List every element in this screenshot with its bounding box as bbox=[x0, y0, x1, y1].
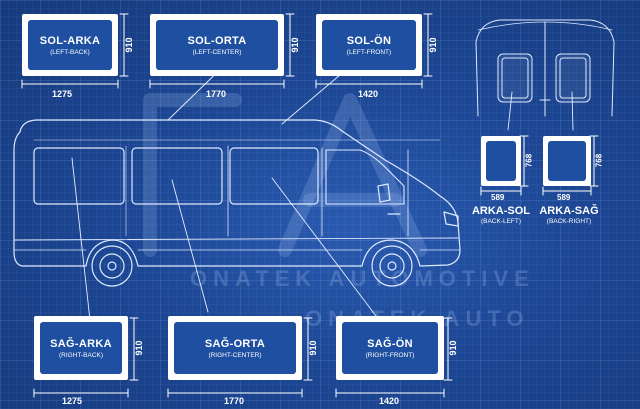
panel-glass bbox=[156, 20, 278, 70]
panel-title: SOL-ARKA bbox=[39, 35, 101, 47]
panel-glass bbox=[174, 322, 296, 374]
panel-title: SAĞ-ÖN bbox=[367, 338, 413, 350]
panel-title: SOL-ORTA bbox=[187, 35, 247, 47]
dim-height-sol-on: 910 bbox=[428, 37, 438, 53]
panel-arka-sag bbox=[543, 136, 591, 186]
panel-subtitle: (RIGHT-BACK) bbox=[58, 352, 104, 359]
dim-width-sag-on: 1420 bbox=[379, 396, 400, 406]
panel-subtitle: (LEFT-FRONT) bbox=[346, 49, 392, 56]
dim-height-sag-on: 910 bbox=[448, 340, 458, 356]
dim-width-sol-arka: 1275 bbox=[52, 89, 73, 99]
dim-height-sol-orta: 910 bbox=[290, 37, 300, 53]
panel-sag-on: SAĞ-ÖN (RIGHT-FRONT) bbox=[336, 316, 444, 380]
watermark-line-1: ONATEK AUTOMOTIVE bbox=[190, 266, 535, 291]
panel-title: SAĞ-ARKA bbox=[50, 338, 112, 350]
panel-glass bbox=[342, 322, 438, 374]
panel-sag-arka: SAĞ-ARKA (RIGHT-BACK) bbox=[34, 316, 128, 380]
panel-glass bbox=[548, 141, 586, 181]
watermark-logo bbox=[143, 93, 427, 257]
panel-subtitle: (RIGHT-CENTER) bbox=[208, 352, 262, 359]
panel-sol-on: SOL-ÖN (LEFT-FRONT) bbox=[316, 14, 422, 76]
dim-height-sol-arka: 910 bbox=[124, 37, 134, 53]
dim-width-sag-arka: 1275 bbox=[62, 396, 83, 406]
panel-subtitle: (LEFT-BACK) bbox=[50, 49, 90, 56]
dim-height-sag-orta: 910 bbox=[308, 340, 318, 356]
rear-sublabel-arka-sol: (BACK-LEFT) bbox=[480, 218, 522, 225]
dim-height-arka-sol: 768 bbox=[524, 153, 534, 168]
panel-glass bbox=[486, 141, 516, 181]
panel-title: SAĞ-ORTA bbox=[204, 338, 266, 350]
panel-arka-sol bbox=[481, 136, 521, 186]
panel-glass bbox=[40, 322, 122, 374]
dim-width-sol-orta: 1770 bbox=[206, 89, 227, 99]
rear-sublabel-arka-sag: (BACK-RIGHT) bbox=[546, 218, 592, 225]
panel-subtitle: (LEFT-CENTER) bbox=[192, 49, 242, 56]
panel-sol-orta: SOL-ORTA (LEFT-CENTER) bbox=[150, 14, 284, 76]
panel-glass bbox=[322, 20, 416, 70]
panel-subtitle: (RIGHT-FRONT) bbox=[365, 352, 415, 359]
panel-sag-orta: SAĞ-ORTA (RIGHT-CENTER) bbox=[168, 316, 302, 380]
dimension-lines bbox=[21, 13, 599, 398]
panel-glass bbox=[28, 20, 112, 70]
van-side-outline bbox=[13, 119, 461, 287]
dim-width-sol-on: 1420 bbox=[358, 89, 379, 99]
rear-label-arka-sag: ARKA-SAĞ bbox=[539, 205, 599, 217]
dim-height-sag-arka: 910 bbox=[134, 340, 144, 356]
dim-width-sag-orta: 1770 bbox=[224, 396, 245, 406]
dim-width-arka-sol: 589 bbox=[491, 193, 505, 202]
dim-height-arka-sag: 768 bbox=[594, 153, 604, 168]
rear-label-arka-sol: ARKA-SOL bbox=[471, 205, 531, 217]
panel-sol-arka: SOL-ARKA (LEFT-BACK) bbox=[22, 14, 118, 76]
dim-width-arka-sag: 589 bbox=[557, 193, 571, 202]
van-rear-outline bbox=[475, 19, 615, 117]
panel-title: SOL-ÖN bbox=[346, 35, 392, 47]
